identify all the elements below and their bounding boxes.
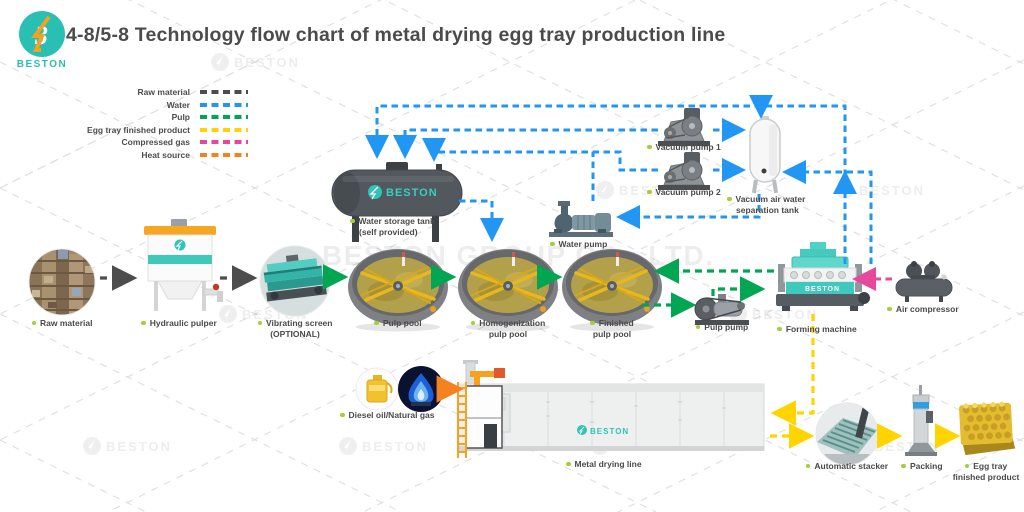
water-lines (365, 95, 873, 264)
label-water-storage-tank: Water storage tank (self provided) (350, 216, 470, 238)
legend: Raw material Water Pulp Egg tray finishe… (58, 86, 248, 161)
label-vacuum-pump-1: Vacuum pump 1 (647, 142, 737, 153)
label-vacuum-pump-2: Vacuum pump 2 (647, 187, 737, 198)
bullet-icon (566, 461, 571, 466)
label-forming-machine: Forming machine (767, 324, 867, 335)
page-title: 4-8/5-8 Technology flow chart of metal d… (66, 24, 726, 46)
bullet-icon (964, 463, 970, 468)
label-hydraulic-pulper: Hydraulic pulper (129, 318, 229, 329)
bullet-icon (887, 306, 892, 311)
packing-machine (900, 385, 942, 457)
beston-watermark: BESTON (82, 436, 172, 456)
beston-logo-text: BESTON (16, 59, 68, 70)
natural-gas-flame-image (397, 365, 445, 413)
bullet-icon (647, 189, 652, 194)
automatic-stacker (815, 402, 879, 466)
bullet-icon (590, 320, 595, 325)
label-packing: Packing (872, 461, 972, 472)
legend-label: Egg tray finished product (87, 124, 190, 135)
legend-swatch-heat-source (200, 152, 248, 157)
label-egg-tray-product: Egg tray finished product (952, 461, 1020, 483)
legend-row: Water (58, 99, 248, 112)
legend-swatch-water (200, 102, 248, 107)
bullet-icon (727, 196, 732, 201)
pulp-pool (346, 243, 450, 333)
legend-row: Egg tray finished product (58, 124, 248, 137)
flow-forming-to-separation-tank (782, 160, 873, 264)
beston-logo: 3 BESTON (14, 10, 70, 70)
finished-pulp-pool (560, 243, 664, 333)
bullet-icon (647, 144, 652, 149)
bullet-icon (777, 326, 782, 331)
flow-separation-tank-to-water-pump (616, 194, 761, 229)
beston-logo-icon: 3 (19, 11, 65, 57)
dryer-beston-text: BESTON (590, 427, 629, 436)
label-metal-drying-line: Metal drying line (566, 459, 686, 470)
bullet-icon (141, 320, 146, 325)
bullet-icon (31, 320, 37, 325)
vacuum-pump-1 (658, 106, 712, 147)
bullet-icon (340, 412, 345, 417)
legend-swatch-raw-material (200, 90, 248, 95)
raw-material-image (28, 248, 96, 316)
label-pulp-pool: Pulp pool (348, 318, 448, 329)
vacuum-air-water-separation-tank (746, 116, 784, 196)
hydraulic-pulper (140, 219, 226, 315)
bullet-icon (550, 241, 555, 246)
label-raw-material: Raw material (12, 318, 112, 329)
label-vacuum-separation-tank: Vacuum air water separation tank (727, 194, 827, 216)
legend-swatch-compressed-gas (200, 140, 248, 145)
flow-pulp-pump-to-forming (711, 276, 766, 302)
bullet-icon (374, 320, 379, 325)
legend-row: Pulp (58, 111, 248, 124)
label-pulp-pump: Pulp pump (672, 322, 772, 333)
bullet-icon (805, 463, 811, 468)
legend-label: Raw material (137, 87, 190, 98)
bullet-icon (695, 324, 701, 329)
tank-beston-text: BESTON (386, 187, 438, 199)
legend-row: Raw material (58, 86, 248, 99)
bullet-icon (470, 320, 476, 325)
bullet-icon (350, 218, 355, 223)
label-water-pump: Water pump (550, 239, 640, 250)
label-homogenization-pulp-pool: Homogenization pulp pool (458, 318, 558, 340)
legend-row: Heat source (58, 149, 248, 162)
metal-drying-line: BESTON (458, 350, 768, 458)
water-storage-tank: BESTON (328, 160, 468, 244)
water-pump (548, 201, 616, 239)
legend-row: Compressed gas (58, 136, 248, 149)
homogenization-pulp-pool (456, 243, 560, 333)
air-compressor (893, 258, 955, 304)
legend-label: Heat source (141, 149, 190, 160)
bullet-icon (901, 463, 906, 468)
label-air-compressor: Air compressor (873, 304, 973, 315)
label-finished-pulp-pool: Finished pulp pool (562, 318, 662, 340)
vibrating-screen (259, 245, 331, 317)
flow-vacuum-pump2-to-storage-tank (422, 138, 658, 172)
legend-swatch-finished-product (200, 127, 248, 132)
pulp-pump (694, 292, 752, 326)
beston-watermark: BESTON (338, 436, 428, 456)
label-diesel: Diesel oil/Natural gas (340, 410, 480, 421)
flow-storage-tank-to-homogenization (459, 199, 504, 242)
diesel-oil-image (355, 367, 399, 411)
legend-swatch-pulp (200, 115, 248, 120)
forming-machine-beston-text: BESTON (805, 286, 840, 293)
legend-label: Compressed gas (121, 137, 191, 148)
label-automatic-stacker: Automatic stacker (797, 461, 897, 472)
legend-label: Pulp (171, 112, 190, 123)
beston-watermark: BESTON (210, 52, 300, 72)
legend-label: Water (166, 99, 190, 110)
flow-vacuum-pump1-to-storage-tank (393, 128, 658, 159)
finished-product-lines (770, 314, 961, 449)
egg-tray-stack (956, 396, 1018, 456)
pulp-lines (322, 258, 774, 318)
bullet-icon (257, 320, 263, 325)
flow-forming-to-dryer (770, 314, 815, 426)
label-vibrating-screen: Vibrating screen (OPTIONAL) (245, 318, 345, 340)
vacuum-pump-2 (658, 150, 712, 191)
